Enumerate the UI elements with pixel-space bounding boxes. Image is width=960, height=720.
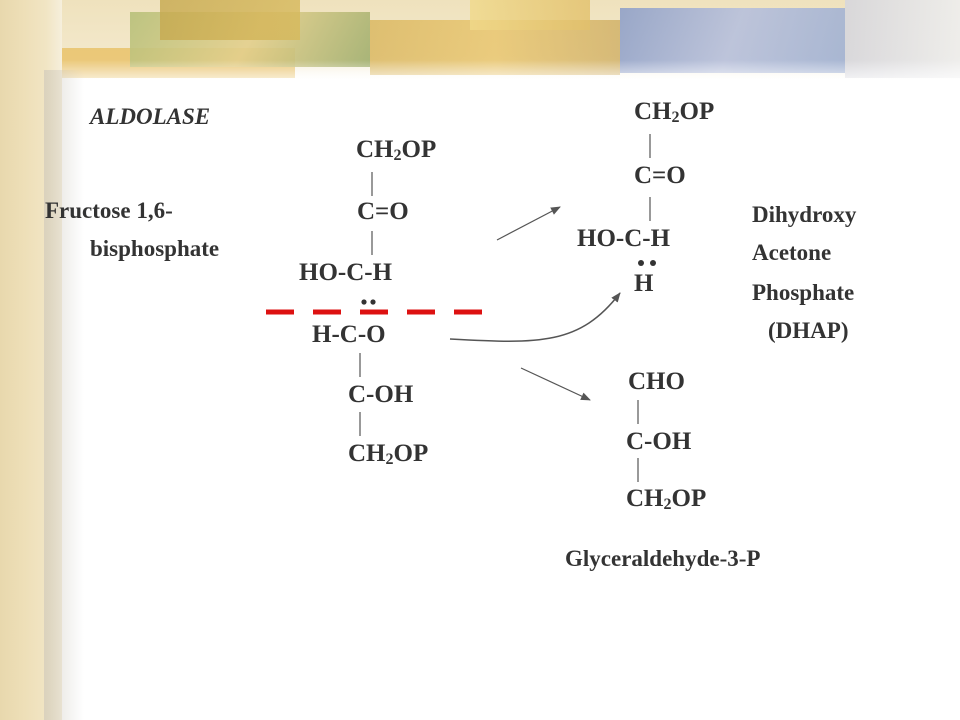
fructose-c1: CH2OP bbox=[356, 136, 437, 164]
top-banner bbox=[0, 0, 960, 90]
fructose-c5: C-OH bbox=[348, 381, 414, 408]
enzyme-title: ALDOLASE bbox=[90, 104, 211, 129]
dhap-name-line2: Acetone bbox=[752, 240, 832, 265]
substrate-name-line1: Fructose 1,6- bbox=[45, 198, 173, 223]
arrow-to-g3p bbox=[520, 367, 591, 401]
fructose-c6: CH2OP bbox=[348, 440, 429, 468]
electron-dot bbox=[370, 299, 376, 305]
electron-dot bbox=[638, 260, 644, 266]
g3p-c1: CHO bbox=[628, 368, 685, 395]
electron-dot bbox=[650, 260, 656, 266]
substrate-name-line2: bisphosphate bbox=[90, 236, 220, 261]
dhap-c1: CH2OP bbox=[634, 98, 715, 126]
fructose-c2: C=O bbox=[357, 198, 409, 225]
g3p-name: Glyceraldehyde-3-P bbox=[565, 546, 761, 571]
banner-leaf-decoration bbox=[470, 0, 590, 30]
dhap-h: H bbox=[634, 270, 654, 297]
dhap-name-line3: Phosphate bbox=[752, 280, 855, 305]
banner-fade bbox=[0, 60, 960, 90]
electron-dot bbox=[361, 299, 367, 305]
dhap-name-line1: Dihydroxy bbox=[752, 202, 857, 227]
g3p-c2: C-OH bbox=[626, 428, 692, 455]
fructose-c3: HO-C-H bbox=[299, 259, 393, 286]
curved-arrow-electron-transfer bbox=[449, 292, 621, 342]
dhap-c3: HO-C-H bbox=[577, 225, 671, 252]
dhap-c2: C=O bbox=[634, 162, 686, 189]
fructose-c4: H-C-O bbox=[312, 321, 386, 348]
parchment-shadow bbox=[44, 70, 84, 720]
arrow-to-dhap bbox=[496, 206, 561, 241]
dhap-name-line4: (DHAP) bbox=[768, 318, 849, 343]
g3p-c3: CH2OP bbox=[626, 485, 707, 513]
banner-leaf-decoration bbox=[160, 0, 300, 40]
